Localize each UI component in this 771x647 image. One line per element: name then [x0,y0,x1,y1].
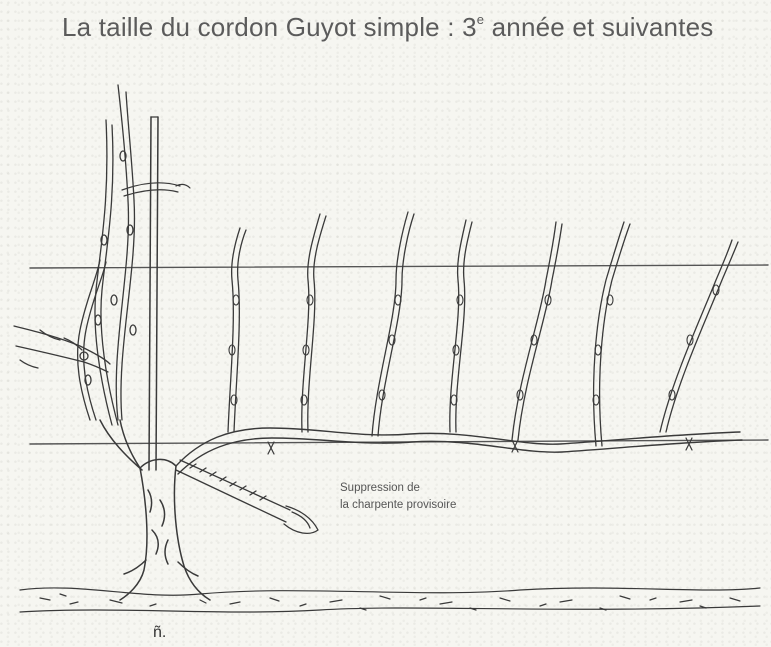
fruiting-canes [228,212,738,446]
pruning-saw-icon [176,460,318,533]
vine-tie [122,183,190,196]
upper-wire [30,265,768,268]
cordon-arm [176,428,742,474]
old-canes [78,85,136,425]
annotation-line-2: la charpente provisoire [340,497,456,514]
support-stake [149,117,158,470]
annotation-line-1: Suppression de [340,480,456,497]
vine-trunk [100,420,210,600]
bottom-mark: ñ. [153,624,166,642]
saw-annotation: Suppression de la charpente provisoire [340,480,456,514]
